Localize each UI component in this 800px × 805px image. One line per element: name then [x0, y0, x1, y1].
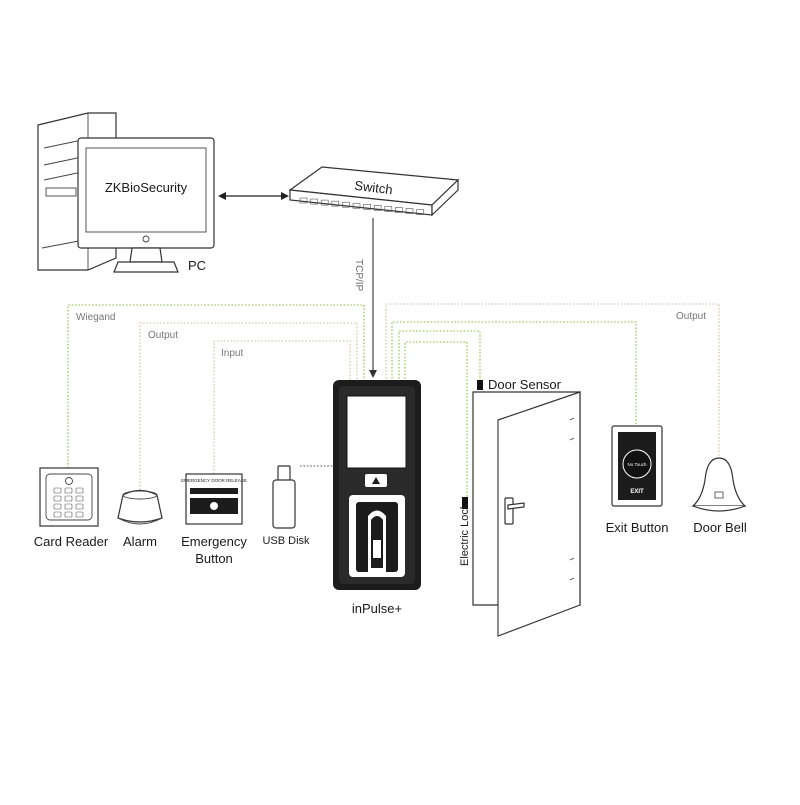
switch-port: [331, 200, 340, 207]
alarm-output-wire: [139, 322, 358, 490]
exit-button-face-text: No Touch: [628, 462, 647, 467]
keypad-key: [53, 503, 62, 510]
emergency-input-wire: [213, 340, 351, 474]
door-icon: [462, 380, 581, 637]
switch-port: [310, 198, 318, 205]
usb-disk-label: USB Disk: [262, 535, 310, 547]
keypad-key: [64, 487, 73, 494]
usb-icon: [272, 465, 296, 529]
switch-port: [342, 201, 350, 208]
output-left-label: Output: [148, 330, 178, 341]
exit-button-caption: EXIT: [630, 489, 644, 495]
electric-lock-label: Electric Lock: [459, 503, 471, 566]
input-label: Input: [221, 348, 243, 359]
keypad-key: [75, 487, 84, 494]
tcpip-label: TCP/IP: [353, 259, 364, 292]
switch-port: [320, 199, 329, 206]
output-right-label: Output: [676, 311, 706, 322]
switch-port: [384, 206, 393, 212]
keypad-key: [75, 495, 84, 502]
keypad-key: [64, 503, 73, 510]
fingerprint-terminal-icon: [333, 380, 421, 590]
keypad-icon: [39, 467, 99, 527]
main-unit-label: inPulse+: [352, 601, 402, 616]
wires: [67, 303, 720, 497]
keypad-key: [64, 495, 73, 502]
door-sensor-wire: [398, 330, 481, 383]
pc-software-name: ZKBioSecurity: [105, 180, 188, 195]
switch-port: [373, 205, 382, 211]
switch-icon: [288, 166, 460, 217]
bell-icon: [691, 457, 747, 512]
keypad-key: [53, 511, 62, 518]
emergency-label-line1: Emergency: [181, 534, 247, 549]
pc-label: PC: [188, 258, 206, 273]
switch-port: [405, 208, 414, 214]
monitor-icon: [77, 137, 215, 273]
emergency-label-line2: Button: [195, 551, 233, 566]
pc-switch-link: [218, 192, 289, 200]
card-reader-label: Card Reader: [34, 534, 109, 549]
wiegand-wire: [67, 304, 365, 468]
keypad-key: [64, 511, 73, 518]
door-bell-label: Door Bell: [693, 520, 747, 535]
switch-port: [299, 197, 308, 204]
tcpip-link: [369, 218, 377, 378]
siren-icon: [117, 489, 163, 525]
switch-port: [363, 204, 371, 210]
switch-port: [352, 202, 361, 209]
wiegand-label: Wiegand: [76, 312, 115, 323]
door-bell-output-wire: [385, 303, 720, 458]
keypad-key: [53, 487, 62, 494]
emergency-box-icon: [185, 473, 243, 525]
keypad-key: [75, 503, 84, 510]
exit-button-label: Exit Button: [606, 520, 669, 535]
door-sensor-label: Door Sensor: [488, 377, 562, 392]
emergency-box-title: EMERGENCY DOOR RELEASE: [181, 478, 247, 483]
keypad-key: [75, 511, 84, 518]
switch-label: Switch: [354, 178, 394, 198]
switch-port: [395, 207, 403, 213]
keypad-key: [53, 495, 62, 502]
alarm-label: Alarm: [123, 534, 157, 549]
exit-button-icon: [611, 425, 663, 507]
switch-port: [416, 209, 424, 215]
